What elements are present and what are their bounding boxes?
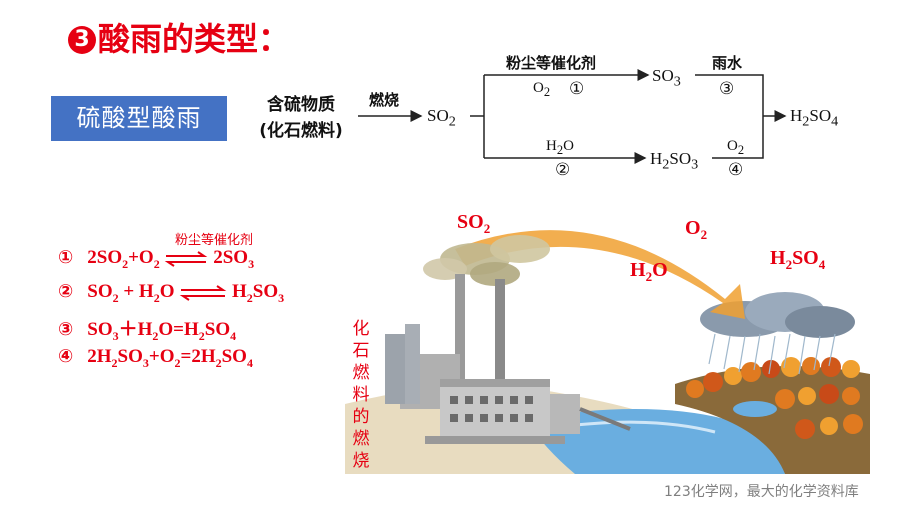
reversible-arrow-2 [179,284,227,301]
so3-node: SO3 [652,66,681,90]
source-line-1: 含硫物质 [267,95,335,115]
o2-reagent: O2 [533,80,551,99]
h2so4-node: H2SO4 [790,106,839,130]
scene-o2-label: O2 [685,217,707,242]
step-4-marker: ④ [728,160,744,180]
rain-drops [708,333,836,375]
burn-label: 燃烧 [369,91,400,109]
flow-lines [358,69,787,164]
rain-label: 雨水 [712,54,743,72]
h2so3-node: H2SO3 [650,149,699,173]
power-plant [385,274,631,444]
catalyst-label: 粉尘等催化剂 [506,54,597,72]
step-3-marker: ③ [719,79,735,99]
source-material: 含硫物质 (化石燃料) [243,92,359,144]
step-1-marker: ① [569,79,585,99]
acid-rain-illustration: SO2 O2 H2O H2SO4 [345,204,870,474]
autumn-trees [686,357,863,439]
smoke-plume [423,235,550,286]
source-line-2: (化石燃料) [259,121,343,141]
reversible-arrow-1 [165,250,208,267]
footer-watermark: 123化学网，最大的化学资料库 [664,484,859,500]
heading-text: 酸雨的类型： [98,20,291,58]
equation-catalyst-note: 粉尘等催化剂 [175,233,254,248]
scene-so2-label: SO2 [457,211,490,236]
acid-rain-type-label: 硫酸型酸雨 [51,96,227,141]
fossil-fuel-burning-caption: 化 石 燃 料 的 燃 烧 [352,319,370,471]
pollutant-arrow [455,230,745,319]
heading-number-badge: 3 [68,26,96,54]
so2-node: SO2 [427,106,456,130]
o2-reagent-2: O2 [727,138,745,157]
step-2-marker: ② [555,160,571,180]
h2o-reagent: H2O [546,138,574,157]
scene-h2so4-label: H2SO4 [770,247,826,272]
scene-h2o-label: H2O [630,259,668,284]
